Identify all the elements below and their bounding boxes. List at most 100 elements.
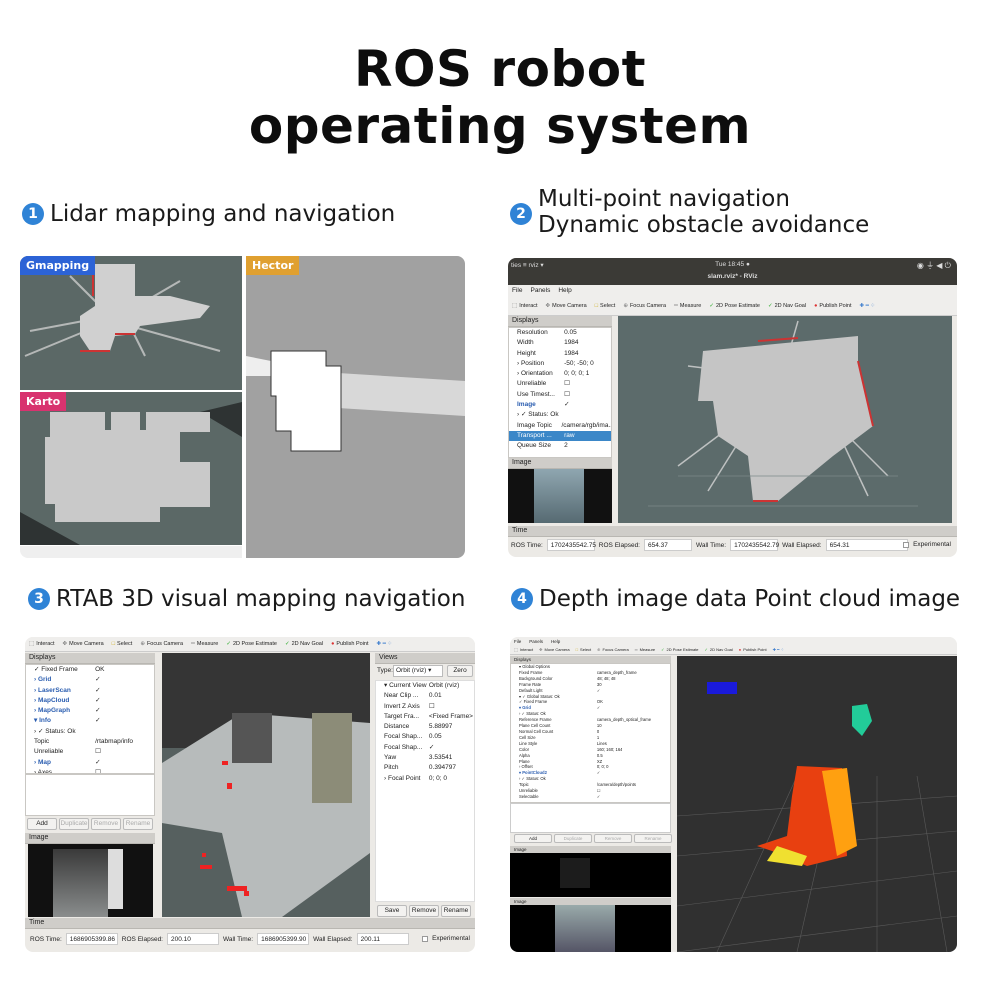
views-type-select[interactable]: Orbit (rviz) ▾: [393, 665, 443, 677]
ros-time-field[interactable]: 1702435542.75: [546, 539, 596, 551]
menu-file[interactable]: File: [512, 287, 523, 294]
tool-select[interactable]: □Select: [576, 647, 592, 652]
3d-point-cloud-view[interactable]: [162, 653, 370, 917]
zero-button[interactable]: Zero: [447, 665, 473, 677]
tool-move-camera[interactable]: ✥Move Camera: [63, 641, 104, 647]
activities-menu[interactable]: ties ≡ rviz ▾: [511, 262, 544, 269]
property-row[interactable]: ▾ Global Options: [511, 664, 670, 670]
property-row[interactable]: Use Timest...☐: [509, 390, 611, 400]
property-row[interactable]: Invert Z Axis☐: [376, 702, 474, 712]
tool-select[interactable]: □Select: [595, 303, 616, 309]
duplicate-button[interactable]: Duplicate: [554, 834, 592, 843]
tool-focus-camera[interactable]: ⊕Focus Camera: [623, 303, 666, 309]
tool-interact[interactable]: ⬚Interact: [512, 303, 538, 309]
remove-button[interactable]: Remove: [91, 818, 121, 830]
property-row[interactable]: Near Clip ...0.01: [376, 691, 474, 701]
property-row[interactable]: ▾ ✓ Global Status: Ok: [511, 694, 670, 700]
rename-button[interactable]: Rename: [634, 834, 672, 843]
property-row[interactable]: › Map✓: [26, 758, 154, 768]
property-row[interactable]: Image Topic/camera/rgb/ima...: [509, 421, 611, 431]
property-row[interactable]: Unreliable☐: [26, 747, 154, 757]
tool-move-camera[interactable]: ✥Move Camera: [539, 647, 569, 652]
menu-help[interactable]: Help: [551, 638, 561, 644]
menu-panels[interactable]: Panels: [530, 287, 551, 294]
property-row[interactable]: ▾ Info✓: [26, 716, 154, 726]
tool-select[interactable]: □Select: [112, 641, 133, 647]
property-row[interactable]: › ✓ Status: Ok: [511, 776, 670, 782]
property-row[interactable]: › ✓ Status: Ok: [509, 410, 611, 420]
ros-elapsed-field[interactable]: 654.37: [643, 539, 692, 551]
property-row[interactable]: › ✓ Status: Ok: [26, 727, 154, 737]
tool-publish-point[interactable]: ●Publish Point: [814, 303, 851, 309]
tool-measure[interactable]: ═Measure: [191, 641, 218, 647]
camera-nav-icons[interactable]: ✚ ━ ⁘: [772, 647, 784, 652]
tool-2d-pose-estimate[interactable]: ✓2D Pose Estimate: [661, 647, 698, 652]
property-row[interactable]: Image✓: [509, 400, 611, 410]
system-tray-icons[interactable]: ◉ ⏚ ◀ ⏻: [916, 261, 951, 270]
property-row[interactable]: Selectable✓: [511, 794, 670, 800]
property-row[interactable]: Target Fra...<Fixed Frame>: [376, 712, 474, 722]
property-row[interactable]: ▾ Grid✓: [511, 705, 670, 711]
wall-time-field[interactable]: 1686905399.90: [257, 933, 310, 945]
tool-2d-pose-estimate[interactable]: ✓2D Pose Estimate: [709, 303, 760, 309]
experimental-checkbox[interactable]: Experimental: [903, 541, 951, 548]
property-row[interactable]: Topic/camera/depth/points: [511, 782, 670, 788]
tool-move-camera[interactable]: ✥Move Camera: [546, 303, 587, 309]
property-row[interactable]: › Position-50; -50; 0: [509, 359, 611, 369]
tool-2d-nav-goal[interactable]: ✓2D Nav Goal: [768, 303, 806, 309]
tool-interact[interactable]: ⬚Interact: [514, 647, 533, 652]
add-button[interactable]: Add: [514, 834, 552, 843]
property-row[interactable]: › Axes☐: [26, 768, 154, 773]
tool-2d-nav-goal[interactable]: ✓2D Nav Goal: [285, 641, 323, 647]
tool-focus-camera[interactable]: ⊕Focus Camera: [140, 641, 183, 647]
camera-nav-icons[interactable]: ✚ ━ ⁘: [859, 302, 876, 309]
property-row[interactable]: Unreliable☐: [511, 788, 670, 794]
tool-2d-pose-estimate[interactable]: ✓2D Pose Estimate: [226, 641, 277, 647]
property-row[interactable]: Default Light✓: [511, 688, 670, 694]
wall-elapsed-field[interactable]: 654.31: [825, 539, 908, 551]
property-row[interactable]: ▾ PointCloud2✓: [511, 770, 670, 776]
camera-nav-icons[interactable]: ✚ ━ ⁘: [376, 641, 393, 647]
save-button[interactable]: Save: [377, 905, 407, 917]
3d-map-view[interactable]: [618, 316, 952, 523]
experimental-checkbox[interactable]: Experimental: [422, 935, 470, 942]
menu-panels[interactable]: Panels: [529, 638, 544, 644]
remove-button[interactable]: Remove: [409, 905, 439, 917]
tool-interact[interactable]: ⬚Interact: [29, 641, 55, 647]
tool-publish-point[interactable]: ●Publish Point: [331, 641, 368, 647]
rename-button[interactable]: Rename: [441, 905, 471, 917]
remove-button[interactable]: Remove: [594, 834, 632, 843]
property-row[interactable]: › MapGraph✓: [26, 706, 154, 716]
menu-file[interactable]: File: [514, 638, 522, 644]
property-row[interactable]: Focal Shap...0.05: [376, 732, 474, 742]
property-row[interactable]: › ✓ Status: Ok: [511, 711, 670, 717]
duplicate-button[interactable]: Duplicate: [59, 818, 89, 830]
tool-2d-nav-goal[interactable]: ✓2D Nav Goal: [705, 647, 733, 652]
add-button[interactable]: Add: [27, 818, 57, 830]
